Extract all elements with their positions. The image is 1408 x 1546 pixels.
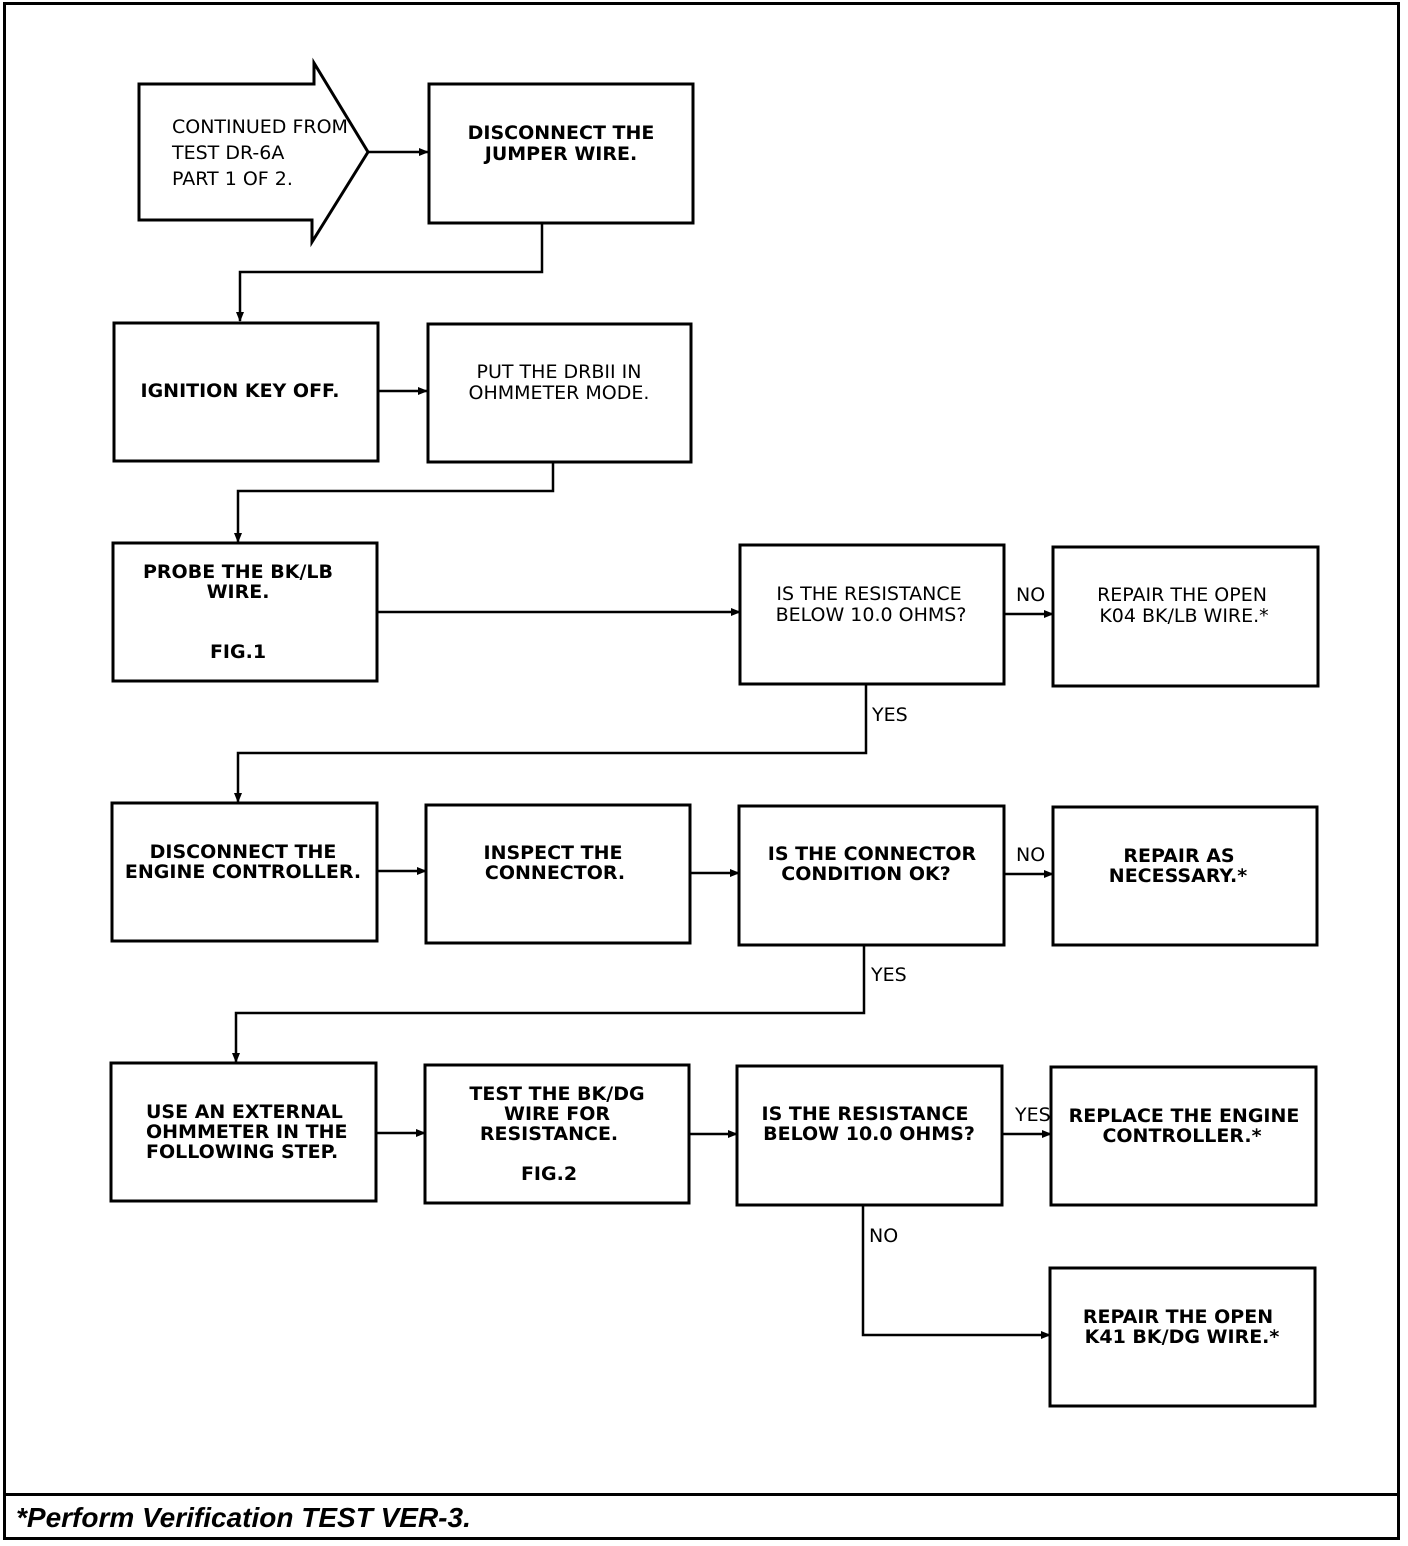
page-frame bbox=[3, 2, 1400, 1540]
resistance-question-1-line-1: IS THE RESISTANCE bbox=[776, 583, 961, 605]
resistance-question-1-line-2: BELOW 10.0 OHMS? bbox=[776, 604, 967, 626]
use-external-line-3: FOLLOWING STEP. bbox=[146, 1141, 338, 1163]
disconnect-controller-text: DISCONNECT THE ENGINE CONTROLLER. bbox=[125, 841, 361, 883]
box-ignition-off bbox=[112, 321, 380, 463]
repair-as-necessary-line-2: NECESSARY.* bbox=[1109, 865, 1247, 887]
start-arrow-shape bbox=[137, 57, 370, 248]
resistance-question-1-text: IS THE RESISTANCE BELOW 10.0 OHMS? bbox=[776, 583, 967, 626]
ohmmeter-mode-line-2: OHMMETER MODE. bbox=[469, 382, 650, 404]
label-yes-2: YES bbox=[870, 964, 907, 986]
test-bk-dg-text: TEST THE BK/DG WIRE FOR RESISTANCE. FIG.… bbox=[469, 1083, 644, 1185]
repair-k04-line-2: K04 BK/LB WIRE.* bbox=[1099, 605, 1268, 627]
disconnect-controller-line-2: ENGINE CONTROLLER. bbox=[125, 861, 361, 883]
repair-k41-text: REPAIR THE OPEN K41 BK/DG WIRE.* bbox=[1083, 1306, 1280, 1348]
use-external-text: USE AN EXTERNAL OHMMETER IN THE FOLLOWIN… bbox=[146, 1101, 347, 1163]
repair-k41-line-1: REPAIR THE OPEN bbox=[1083, 1306, 1273, 1328]
label-no-2: NO bbox=[1016, 844, 1045, 866]
connector-question-text: IS THE CONNECTOR CONDITION OK? bbox=[768, 843, 977, 885]
label-no-1: NO bbox=[1016, 584, 1045, 606]
label-no-3: NO bbox=[869, 1225, 898, 1247]
probe-bk-lb-line-2: WIRE. bbox=[207, 581, 270, 603]
test-bk-dg-fig: FIG.2 bbox=[521, 1163, 577, 1185]
box-repair-as-necessary bbox=[1051, 805, 1319, 947]
probe-bk-lb-fig: FIG.1 bbox=[210, 641, 266, 663]
box-repair-k41 bbox=[1048, 1266, 1317, 1408]
box-inspect-connector bbox=[424, 803, 692, 945]
inspect-connector-text: INSPECT THE CONNECTOR. bbox=[484, 842, 626, 884]
repair-k04-line-1: REPAIR THE OPEN bbox=[1097, 584, 1267, 606]
disconnect-jumper-text: DISCONNECT THE JUMPER WIRE. bbox=[468, 122, 655, 165]
test-bk-dg-line-1: TEST THE BK/DG bbox=[469, 1083, 644, 1105]
replace-controller-line-2: CONTROLLER.* bbox=[1102, 1125, 1261, 1147]
start-line-3: PART 1 OF 2. bbox=[172, 168, 293, 190]
disconnect-jumper-line-2: JUMPER WIRE. bbox=[483, 143, 637, 165]
connectors bbox=[232, 148, 1054, 1339]
test-bk-dg-line-2: WIRE FOR bbox=[504, 1103, 610, 1125]
arrow-disconnect-to-ignition bbox=[236, 223, 544, 322]
repair-k41-line-2: K41 BK/DG WIRE.* bbox=[1085, 1326, 1280, 1348]
start-text: CONTINUED FROM TEST DR-6A PART 1 OF 2. bbox=[171, 116, 348, 190]
footnote: *Perform Verification TEST VER-3. bbox=[16, 1502, 471, 1533]
disconnect-jumper-line-1: DISCONNECT THE bbox=[468, 122, 655, 144]
connector-question-line-2: CONDITION OK? bbox=[781, 863, 950, 885]
resistance-question-2-text: IS THE RESISTANCE BELOW 10.0 OHMS? bbox=[762, 1103, 975, 1145]
replace-controller-text: REPLACE THE ENGINE CONTROLLER.* bbox=[1069, 1105, 1300, 1147]
ohmmeter-mode-text: PUT THE DRBII IN OHMMETER MODE. bbox=[469, 361, 650, 404]
label-yes-3: YES bbox=[1014, 1104, 1051, 1126]
start-line-2: TEST DR-6A bbox=[171, 142, 284, 164]
box-disconnect-controller bbox=[110, 801, 379, 943]
box-ohmmeter-mode bbox=[426, 322, 693, 464]
box-probe-bk-lb bbox=[111, 541, 379, 683]
repair-as-necessary-text: REPAIR AS NECESSARY.* bbox=[1109, 845, 1247, 887]
disconnect-controller-line-1: DISCONNECT THE bbox=[150, 841, 337, 863]
ohmmeter-mode-line-1: PUT THE DRBII IN bbox=[477, 361, 642, 383]
inspect-connector-line-2: CONNECTOR. bbox=[485, 862, 625, 884]
use-external-line-1: USE AN EXTERNAL bbox=[146, 1101, 343, 1123]
replace-controller-line-1: REPLACE THE ENGINE bbox=[1069, 1105, 1300, 1127]
box-disconnect-jumper bbox=[427, 82, 695, 225]
box-resistance-question-1 bbox=[738, 543, 1006, 686]
inspect-connector-line-1: INSPECT THE bbox=[484, 842, 623, 864]
label-yes-1: YES bbox=[871, 704, 908, 726]
footer-divider bbox=[3, 1493, 1400, 1496]
repair-k04-text: REPAIR THE OPEN K04 BK/LB WIRE.* bbox=[1097, 584, 1269, 627]
test-bk-dg-line-3: RESISTANCE. bbox=[480, 1123, 618, 1145]
resistance-question-2-line-2: BELOW 10.0 OHMS? bbox=[763, 1123, 975, 1145]
box-repair-k04 bbox=[1051, 545, 1320, 688]
probe-bk-lb-line-1: PROBE THE BK/LB bbox=[143, 561, 333, 583]
arrow-question2-no bbox=[861, 1205, 1051, 1339]
arrow-question1-yes bbox=[234, 684, 868, 803]
arrow-ohmmeter-to-probe bbox=[234, 462, 555, 543]
box-test-bk-dg bbox=[423, 1063, 691, 1205]
ignition-off-text: IGNITION KEY OFF. bbox=[141, 380, 340, 402]
repair-as-necessary-line-1: REPAIR AS bbox=[1123, 845, 1234, 867]
start-line-1: CONTINUED FROM bbox=[172, 116, 348, 138]
resistance-question-2-line-1: IS THE RESISTANCE bbox=[762, 1103, 969, 1125]
use-external-line-2: OHMMETER IN THE bbox=[146, 1121, 347, 1143]
connector-question-line-1: IS THE CONNECTOR bbox=[768, 843, 977, 865]
probe-bk-lb-text: PROBE THE BK/LB WIRE. FIG.1 bbox=[143, 561, 333, 663]
box-use-external bbox=[109, 1061, 378, 1203]
arrow-connector-question-yes bbox=[232, 945, 866, 1063]
box-connector-question bbox=[737, 804, 1006, 947]
ignition-off-line-1: IGNITION KEY OFF. bbox=[141, 380, 340, 402]
box-resistance-question-2 bbox=[735, 1064, 1004, 1207]
box-replace-controller bbox=[1049, 1065, 1318, 1207]
